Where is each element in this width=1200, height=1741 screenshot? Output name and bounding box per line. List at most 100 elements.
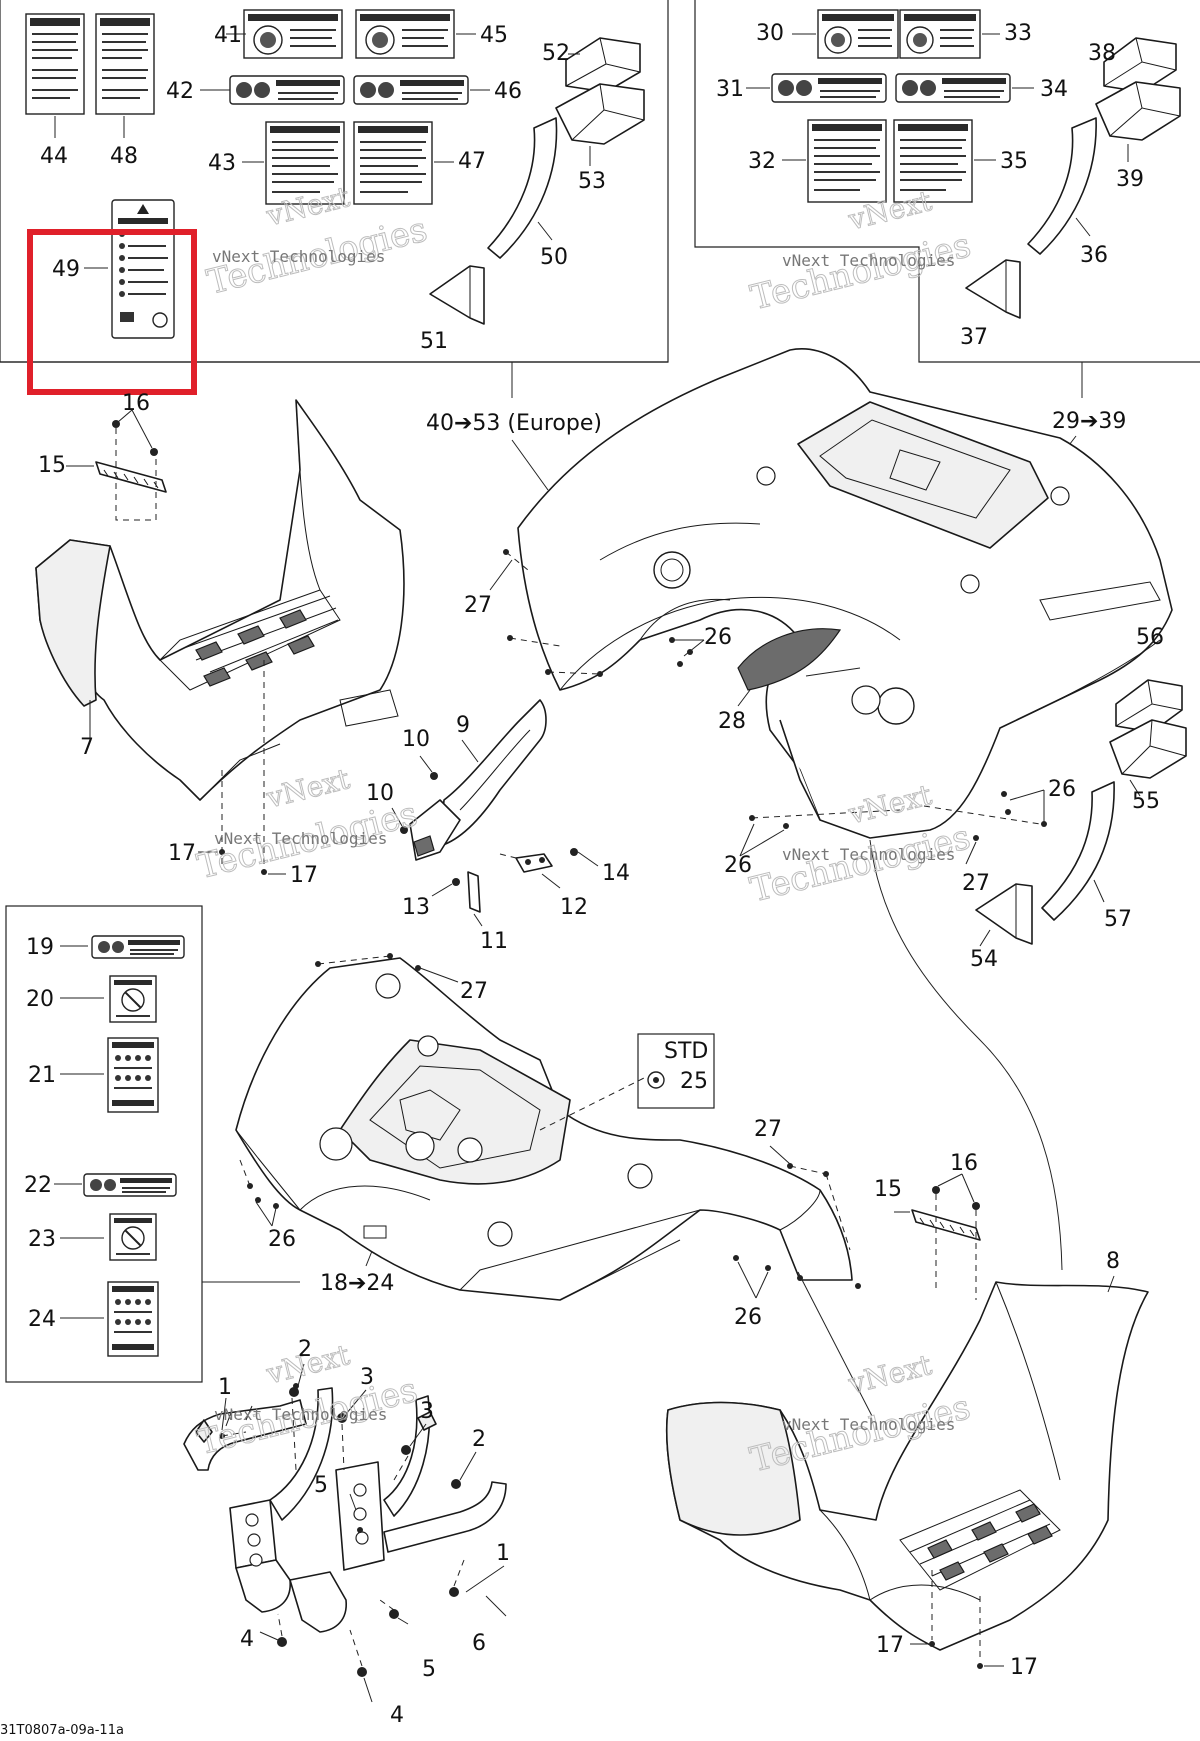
callout-5-b: 5 — [422, 1657, 436, 1682]
callout-26-rear-b: 26 — [1048, 777, 1076, 802]
callout-16-left: 16 — [122, 391, 150, 416]
bumper-assembly — [183, 1387, 507, 1633]
callout-27-rear-b: 27 — [962, 871, 990, 896]
screws-17-left — [219, 849, 267, 875]
callout-12: 12 — [560, 895, 588, 920]
decal-30 — [817, 9, 899, 59]
callout-41: 41 — [214, 23, 242, 48]
decal-43 — [265, 121, 345, 205]
decal-48 — [95, 13, 155, 115]
frame-std-box — [637, 1033, 715, 1109]
callout-28: 28 — [718, 709, 746, 734]
callout-8: 8 — [1106, 1249, 1120, 1274]
callout-21: 21 — [28, 1063, 56, 1088]
bracket-main — [409, 799, 461, 861]
bolts-26-rear-right — [749, 791, 1047, 841]
mudflap-53 — [555, 83, 645, 145]
callout-25: 25 — [680, 1069, 708, 1094]
callout-11: 11 — [480, 929, 508, 954]
callout-42: 42 — [166, 79, 194, 104]
callout-labels: 44 48 41 45 42 46 43 47 49 52 53 50 51 3… — [24, 21, 1164, 1728]
svg-text:vNext Technologies: vNext Technologies — [214, 829, 387, 848]
callout-57: 57 — [1104, 907, 1132, 932]
mudflap-55 — [1109, 719, 1187, 779]
plate-12 — [515, 853, 553, 873]
fender-ext-57 — [1041, 781, 1115, 921]
callout-26-front-right: 26 — [734, 1305, 762, 1330]
callout-39: 39 — [1116, 167, 1144, 192]
step-plate-15-right — [911, 1209, 981, 1241]
screw-13 — [452, 878, 460, 886]
callout-4-a: 4 — [240, 1627, 254, 1652]
callout-46: 46 — [494, 79, 522, 104]
callout-30: 30 — [756, 21, 784, 46]
callout-22: 22 — [24, 1173, 52, 1198]
clip-11 — [467, 871, 481, 913]
callout-27-rear-a: 27 — [464, 593, 492, 618]
callout-17-left-a: 17 — [168, 841, 196, 866]
callout-47: 47 — [458, 149, 486, 174]
rear-body-panel — [517, 348, 1173, 839]
callout-24: 24 — [28, 1307, 56, 1332]
mudflap-38 — [1103, 37, 1177, 93]
callout-15-right: 15 — [874, 1177, 902, 1202]
front-body-panel — [235, 957, 853, 1301]
callout-7: 7 — [80, 735, 94, 760]
svg-text:vNext Technologies: vNext Technologies — [782, 251, 955, 270]
highlight-box-49 — [27, 229, 197, 395]
decal-42 — [229, 75, 345, 105]
callout-50: 50 — [540, 245, 568, 270]
callout-36: 36 — [1080, 243, 1108, 268]
callout-10-b: 10 — [366, 781, 394, 806]
callout-range-40-53: 40➔53 (Europe) — [426, 411, 602, 436]
callout-19: 19 — [26, 935, 54, 960]
decal-22 — [83, 1173, 177, 1197]
decal-34 — [895, 73, 1011, 103]
decal-31 — [771, 73, 887, 103]
svg-text:vNext: vNext — [845, 1348, 936, 1401]
callout-17-left-b: 17 — [290, 863, 318, 888]
callout-32: 32 — [748, 149, 776, 174]
frame-std-decals — [5, 905, 203, 1383]
decal-21 — [107, 1037, 159, 1113]
callout-std: STD — [664, 1039, 708, 1064]
bumper-fasteners — [219, 1383, 461, 1677]
fender-ext-36 — [1027, 117, 1097, 255]
svg-text:vNext Technologies: vNext Technologies — [782, 1415, 955, 1434]
svg-text:vNext Technologies: vNext Technologies — [782, 845, 955, 864]
callout-49: 49 — [52, 257, 80, 282]
decal-32 — [807, 119, 887, 203]
callout-1-b: 1 — [496, 1541, 510, 1566]
figure-code: 31T0807a-09a-11a — [0, 1723, 124, 1737]
callout-3-b: 3 — [420, 1399, 434, 1424]
decal-35 — [893, 119, 973, 203]
callout-17-right-a: 17 — [876, 1633, 904, 1658]
callout-13: 13 — [402, 895, 430, 920]
callout-15-left: 15 — [38, 453, 66, 478]
svg-text:vNext Technologies: vNext Technologies — [212, 247, 385, 266]
bolts-26-front-right — [733, 1255, 803, 1281]
callout-52: 52 — [542, 41, 570, 66]
decal-20 — [109, 975, 157, 1023]
callout-range-29-39: 29➔39 — [1052, 409, 1126, 434]
callout-26-front-left: 26 — [268, 1227, 296, 1252]
callout-55: 55 — [1132, 789, 1160, 814]
callout-56: 56 — [1136, 625, 1164, 650]
guard-37 — [965, 259, 1021, 319]
decal-49 — [111, 199, 175, 339]
callout-17-right-b: 17 — [1010, 1655, 1038, 1680]
fender-ext-50 — [487, 117, 558, 259]
callout-26-rear-a: 26 — [704, 625, 732, 650]
bracket-9 — [439, 699, 547, 847]
callout-35: 35 — [1000, 149, 1028, 174]
footwell-right-8 — [665, 1281, 1149, 1651]
footwell-left-7 — [35, 399, 405, 801]
pad-28 — [737, 628, 842, 691]
callout-26-rear-c: 26 — [724, 853, 752, 878]
decal-19 — [91, 935, 185, 959]
frame-europe-decals — [0, 0, 669, 363]
callout-54: 54 — [970, 947, 998, 972]
callout-27-front-b: 27 — [754, 1117, 782, 1142]
callout-16-right: 16 — [950, 1151, 978, 1176]
